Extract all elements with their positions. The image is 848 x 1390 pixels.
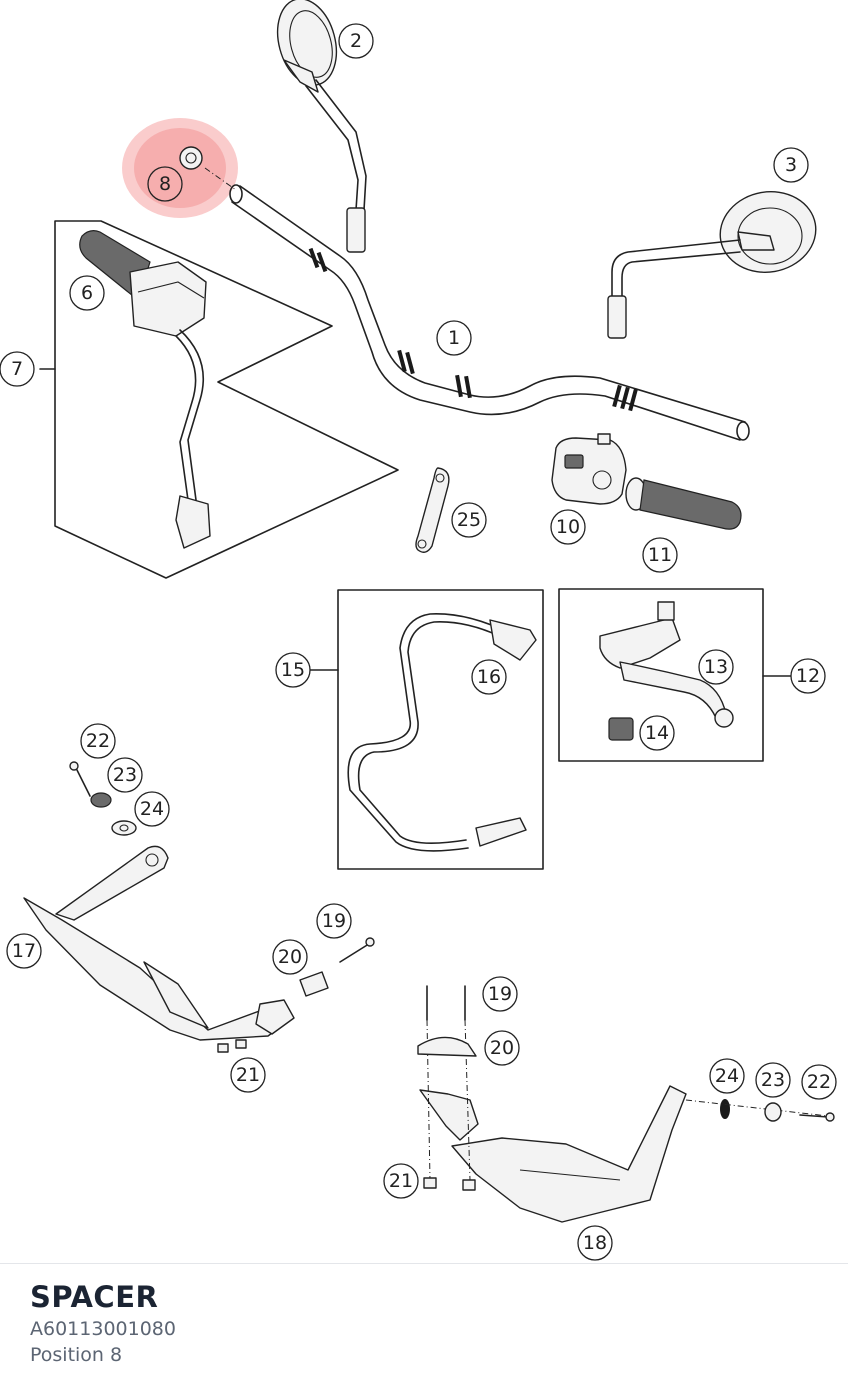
part-washer-24-left[interactable] <box>111 820 137 836</box>
exploded-parts-diagram: 1 2 3 6 7 8 10 11 12 13 14 15 16 17 19 2… <box>0 0 837 1261</box>
callout-label: 7 <box>11 358 23 380</box>
callout-19-left[interactable]: 19 <box>316 903 352 939</box>
callout-25[interactable]: 25 <box>451 502 487 538</box>
callout-18[interactable]: 18 <box>577 1225 613 1261</box>
callout-label: 21 <box>236 1064 260 1086</box>
part-clamp-20-right[interactable] <box>417 1036 477 1057</box>
callout-label: 19 <box>488 983 512 1005</box>
callout-24-right[interactable]: 24 <box>709 1058 745 1094</box>
part-grip-right-11[interactable] <box>625 477 742 530</box>
callout-label: 23 <box>761 1069 785 1091</box>
callout-1[interactable]: 1 <box>436 320 472 356</box>
callout-label: 20 <box>490 1037 514 1059</box>
callout-15[interactable]: 15 <box>275 652 311 688</box>
callout-22-left[interactable]: 22 <box>80 723 116 759</box>
callout-8-selected[interactable]: 8 <box>147 166 183 202</box>
callout-label: 12 <box>796 665 820 687</box>
callout-label: 16 <box>477 666 501 688</box>
part-nuts-21-right[interactable] <box>423 1177 476 1191</box>
callout-13[interactable]: 13 <box>698 649 734 685</box>
callout-label: 19 <box>322 910 346 932</box>
callout-16[interactable]: 16 <box>471 659 507 695</box>
callout-label: 22 <box>807 1071 831 1093</box>
callout-label: 13 <box>704 656 728 678</box>
assembly-clutch-12[interactable] <box>558 588 792 762</box>
callout-23-left[interactable]: 23 <box>107 757 143 793</box>
callout-3[interactable]: 3 <box>773 147 809 183</box>
assembly-throttle-7[interactable] <box>39 220 399 579</box>
part-bolt-22-right[interactable] <box>799 1112 835 1122</box>
part-clamp-20-left[interactable] <box>299 971 329 997</box>
callout-label: 1 <box>448 327 460 349</box>
part-cable-16[interactable] <box>347 613 537 852</box>
part-position: Position 8 <box>30 1344 123 1366</box>
callout-24-left[interactable]: 24 <box>134 791 170 827</box>
part-link-25[interactable] <box>415 467 450 553</box>
callout-11[interactable]: 11 <box>642 537 678 573</box>
part-mirror-right-3[interactable] <box>607 184 822 339</box>
callout-label: 22 <box>86 730 110 752</box>
callout-label: 23 <box>113 764 137 786</box>
part-handguard-left-17[interactable] <box>23 845 295 1041</box>
part-handlebar-1[interactable] <box>229 184 750 441</box>
callout-label: 2 <box>350 30 362 52</box>
part-spacer-8[interactable] <box>179 146 237 191</box>
callout-label: 3 <box>785 154 797 176</box>
callout-19-right[interactable]: 19 <box>482 976 518 1012</box>
part-bushing-23-right[interactable] <box>764 1102 782 1122</box>
callout-label: 14 <box>645 722 669 744</box>
callout-label: 24 <box>715 1065 739 1087</box>
part-switch-14[interactable] <box>608 717 634 741</box>
callout-2[interactable]: 2 <box>338 23 374 59</box>
callout-label: 24 <box>140 798 164 820</box>
callout-22-right[interactable]: 22 <box>801 1064 837 1100</box>
part-number: A60113001080 <box>30 1318 176 1340</box>
callout-21-left[interactable]: 21 <box>230 1057 266 1093</box>
part-bolt-19-left[interactable] <box>339 937 375 963</box>
callout-20-left[interactable]: 20 <box>272 939 308 975</box>
part-mirror-left-2[interactable] <box>269 0 367 253</box>
callout-label: 25 <box>457 509 481 531</box>
selected-part-info: SPACER A60113001080 Position 8 <box>30 1278 176 1368</box>
callout-label: 15 <box>281 659 305 681</box>
callout-6[interactable]: 6 <box>69 275 105 311</box>
callout-label: 11 <box>648 544 672 566</box>
callout-label: 21 <box>389 1170 413 1192</box>
part-handguard-right-18[interactable] <box>419 1085 687 1223</box>
callout-label: 17 <box>12 940 36 962</box>
callout-12[interactable]: 12 <box>790 658 826 694</box>
callout-21-right[interactable]: 21 <box>383 1163 419 1199</box>
callout-label: 18 <box>583 1232 607 1254</box>
callout-label: 6 <box>81 282 93 304</box>
part-switch-right-10[interactable] <box>551 433 627 505</box>
part-clutch-lever-13[interactable] <box>599 601 734 728</box>
selected-part-highlight <box>122 118 238 218</box>
callout-14[interactable]: 14 <box>639 715 675 751</box>
part-washer-24-right[interactable] <box>685 1099 829 1119</box>
callout-10[interactable]: 10 <box>550 509 586 545</box>
callout-label: 20 <box>278 946 302 968</box>
callout-20-right[interactable]: 20 <box>484 1030 520 1066</box>
callout-7[interactable]: 7 <box>0 351 35 387</box>
callout-label: 10 <box>556 516 580 538</box>
assembly-clutch-cable-15[interactable] <box>309 589 544 870</box>
part-nut-21-left[interactable] <box>217 1039 247 1053</box>
part-throttle-grip-6[interactable] <box>79 230 211 549</box>
callout-label: 8 <box>159 173 171 195</box>
callout-17[interactable]: 17 <box>6 933 42 969</box>
part-bolt-22-left[interactable] <box>69 761 91 797</box>
divider <box>0 1263 848 1264</box>
part-bushing-23-left[interactable] <box>90 792 112 808</box>
callout-23-right[interactable]: 23 <box>755 1062 791 1098</box>
part-name: SPACER <box>30 1280 159 1314</box>
